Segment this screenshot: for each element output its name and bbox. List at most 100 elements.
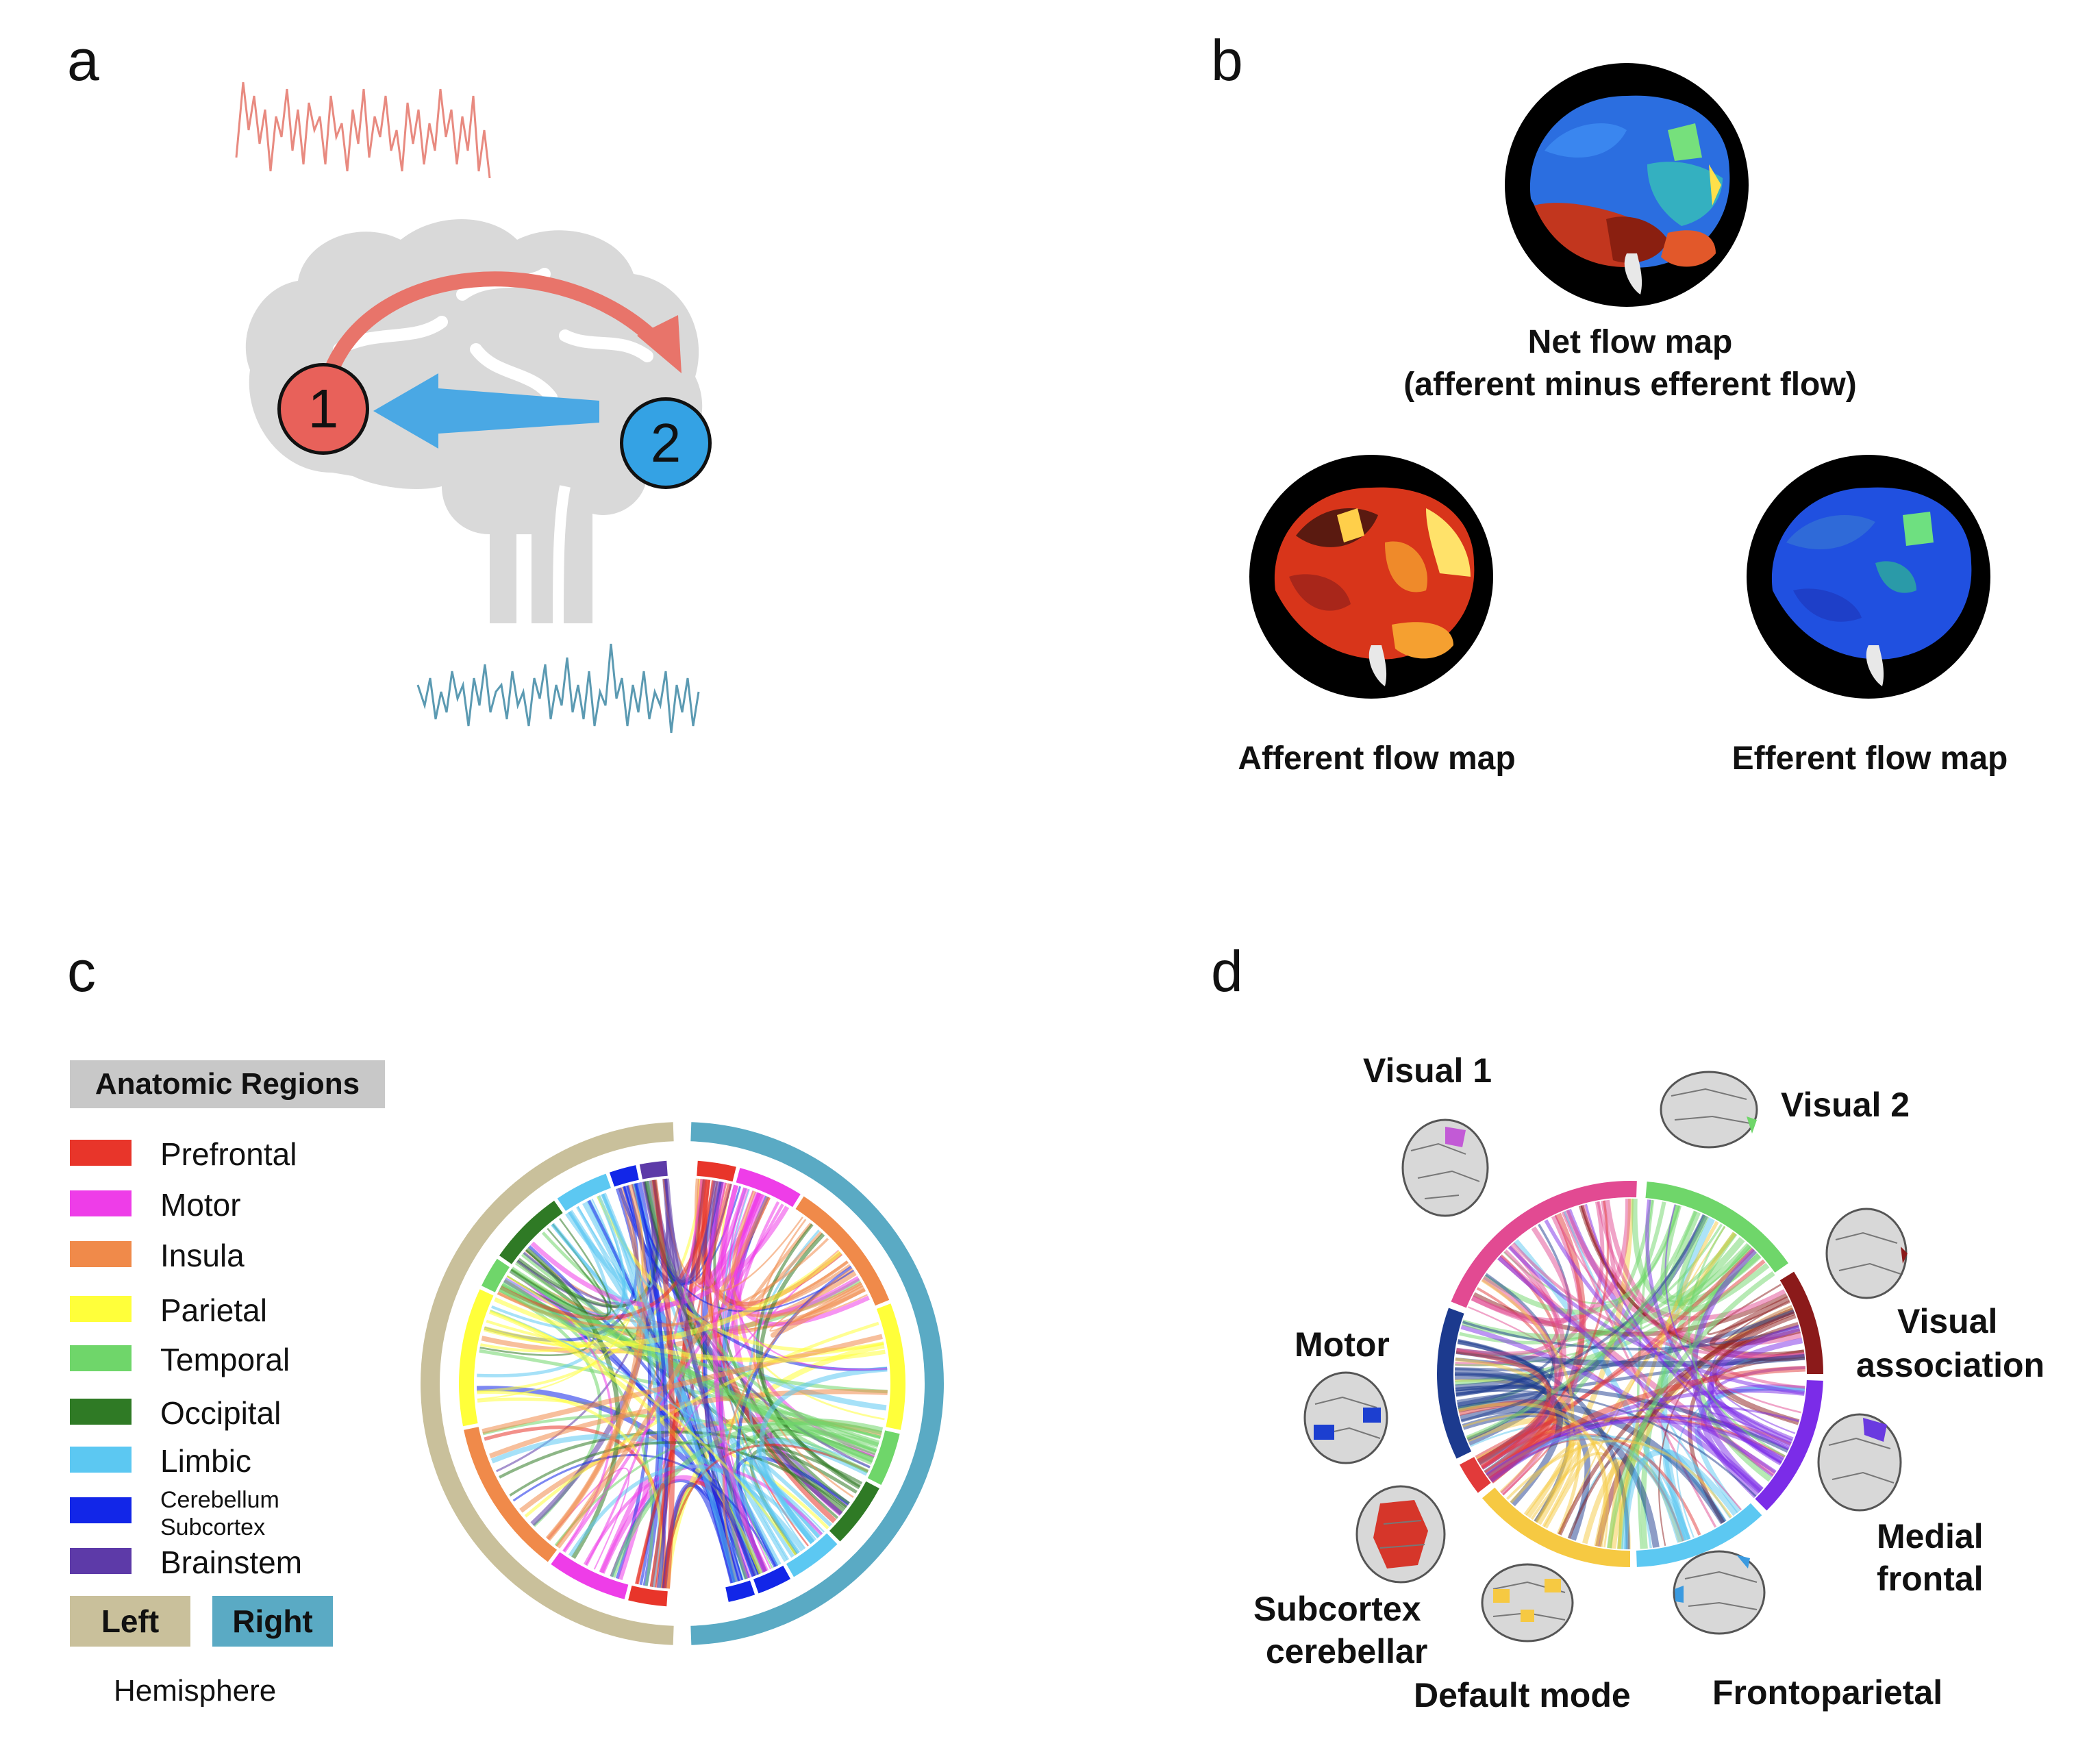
chord-link	[1455, 1349, 1552, 1464]
network-label-visual1: Visual 1	[1363, 1051, 1492, 1090]
region-arc	[464, 1427, 558, 1562]
default-mode-brain-icon	[1481, 1563, 1574, 1642]
region-arc	[481, 1258, 510, 1292]
right-hemisphere-badge: Right	[212, 1596, 333, 1647]
chord-link	[1455, 1358, 1582, 1535]
right-hemisphere-arc	[690, 1122, 944, 1645]
chord-link	[1508, 1245, 1805, 1395]
chord-link	[711, 1479, 757, 1582]
legend-label-subcortex: Subcortex	[160, 1514, 266, 1540]
chord-link	[1617, 1221, 1719, 1549]
chord-link	[1691, 1248, 1764, 1492]
region-arc	[867, 1430, 900, 1485]
chord-link	[634, 1183, 669, 1588]
chord-link	[482, 1334, 883, 1434]
visual1-brain-icon	[1401, 1119, 1489, 1217]
chord-link	[1455, 1347, 1805, 1367]
chord-link	[1645, 1199, 1790, 1451]
chord-link	[1676, 1214, 1770, 1313]
chord-link	[722, 1267, 853, 1582]
net-flow-subtitle: (afferent minus efferent flow)	[1403, 366, 1857, 403]
node-1-label: 1	[308, 378, 339, 439]
panel-label-d: d	[1211, 939, 1243, 1003]
chord-link	[705, 1182, 748, 1287]
chord-link	[635, 1483, 666, 1587]
network-label-medial-frontal-1: Medial	[1877, 1517, 1984, 1555]
chord-link	[1597, 1201, 1805, 1389]
chord-link	[1585, 1203, 1782, 1464]
legend-swatch	[70, 1190, 132, 1216]
region-arc	[499, 1200, 563, 1264]
panel-label-a: a	[67, 28, 99, 92]
chord-link	[758, 1233, 861, 1490]
legend-swatch	[70, 1241, 132, 1267]
region-arc	[876, 1303, 905, 1430]
chord-link	[494, 1297, 886, 1363]
left-hemisphere-badge: Left	[70, 1596, 190, 1647]
chord-link	[551, 1202, 628, 1301]
node-2	[620, 397, 712, 489]
chord-link	[1483, 1204, 1681, 1315]
chord-link	[1688, 1225, 1786, 1458]
legend-swatch	[70, 1140, 132, 1166]
chord-link	[477, 1390, 663, 1588]
legend-label: Brainstem	[160, 1545, 303, 1580]
legend-swatch	[70, 1447, 132, 1473]
chord-link	[1491, 1416, 1790, 1483]
chord-link	[1554, 1214, 1802, 1414]
chord-link	[729, 1187, 888, 1371]
legend-label: Prefrontal	[160, 1136, 297, 1172]
legend-label: Insula	[160, 1238, 245, 1273]
chord-link	[1462, 1321, 1799, 1351]
chord-link	[498, 1286, 593, 1338]
red-timeseries	[235, 82, 491, 179]
region-arc	[736, 1168, 801, 1208]
region-arc	[795, 1196, 890, 1306]
network-label-motor: Motor	[1295, 1325, 1390, 1364]
chord-link	[483, 1250, 842, 1348]
region-arc	[786, 1533, 838, 1577]
legend-swatch	[70, 1548, 132, 1574]
network-label-cerebellar: cerebellar	[1266, 1632, 1428, 1671]
chord-link	[555, 1196, 771, 1549]
network-label-visual-association-1: Visual	[1897, 1302, 1998, 1340]
legend-swatch	[70, 1345, 132, 1371]
chord-link	[524, 1321, 879, 1518]
chord-link	[1456, 1249, 1560, 1356]
region-arc	[697, 1160, 736, 1182]
chord-link	[644, 1181, 839, 1519]
region-arc	[628, 1585, 668, 1607]
chord-link	[747, 1222, 823, 1308]
chord-link	[477, 1179, 703, 1393]
chord-link	[1455, 1384, 1546, 1423]
chord-link	[546, 1184, 647, 1541]
chord-link	[1658, 1300, 1790, 1547]
blue-arrow	[373, 373, 599, 449]
network-label-visual-association-2: association	[1856, 1346, 2045, 1384]
node-1	[277, 363, 369, 455]
legend-label: Temporal	[160, 1342, 290, 1377]
chord-link	[510, 1218, 612, 1317]
visual2-brain-icon	[1660, 1071, 1758, 1149]
chord-link	[1558, 1311, 1796, 1536]
chord-link	[775, 1419, 877, 1473]
legend-label: Parietal	[160, 1292, 267, 1328]
chord-link	[730, 1190, 849, 1311]
chord-link	[1481, 1279, 1575, 1523]
chord-link	[509, 1441, 847, 1510]
network-label-default-mode: Default mode	[1414, 1676, 1631, 1714]
chord-link	[1486, 1405, 1799, 1475]
chord-link	[695, 1179, 732, 1285]
chord-link	[1481, 1200, 1609, 1469]
network-label-medial-frontal-2: frontal	[1877, 1560, 1984, 1598]
region-arc	[459, 1289, 494, 1427]
network-arc	[1636, 1503, 1762, 1567]
legend-label: Occipital	[160, 1395, 282, 1431]
region-arc	[609, 1165, 639, 1187]
network-label-frontoparietal: Frontoparietal	[1712, 1673, 1943, 1712]
red-arrow	[321, 271, 682, 379]
anatomic-chord-diagram	[421, 1122, 944, 1645]
legend-swatch	[70, 1497, 132, 1523]
region-arc	[557, 1173, 612, 1212]
hemisphere-label: Hemisphere	[114, 1674, 277, 1708]
